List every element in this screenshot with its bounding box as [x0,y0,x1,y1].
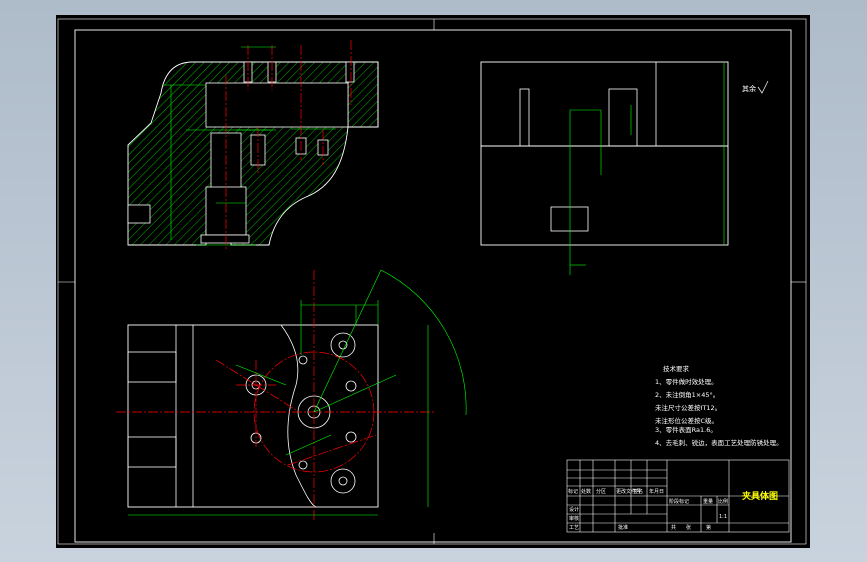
tech-req-item-3: 未注尺寸公差按IT12。 [655,403,721,412]
tb-label-review: 审核 [569,515,579,522]
technical-requirements: 技术要求 1、零件做时效处理。 2、未注倒角1×45°。 未注尺寸公差按IT12… [655,364,783,447]
title-block [566,459,790,533]
tech-req-heading: 技术要求 [663,364,690,373]
tb-label-change-doc: 更改文件号 [616,488,641,495]
drawing-sheet: 其余 [57,18,807,545]
tech-req-item-6: 4、去毛刺、锐边，表面工艺处理防锈处理。 [655,438,783,447]
front-section-view [127,40,379,250]
tb-label-approve: 批准 [618,524,628,531]
roughness-note: 其余 [742,84,756,93]
scale-value: 1:1 [719,514,727,520]
sheet-border [57,18,807,545]
tb-label-total: 共 [671,524,676,531]
tech-req-item-1: 1、零件做时效处理。 [655,377,718,386]
top-view [116,269,467,520]
tb-label-sheets: 张 [686,524,691,531]
tb-label-zone: 分区 [596,488,606,495]
tb-label-count: 处数 [581,488,591,495]
cad-drawing-area[interactable]: 其余 [56,15,810,548]
tb-label-signature: 签名 [633,488,643,495]
tb-label-mark: 标记 [568,488,578,495]
tb-label-date: 年月日 [649,488,664,495]
tb-label-stage: 阶段标记 [669,498,689,505]
roughness-symbol-icon [757,80,769,94]
tb-label-design: 设计 [569,506,579,513]
tb-label-sheet-no: 第 [706,524,711,531]
tech-req-item-5: 3、零件表面Ra1.6。 [655,425,717,434]
tb-label-weight: 重量 [703,498,713,505]
tech-req-item-4: 未注形位公差按C级。 [655,416,718,425]
tech-req-item-2: 2、未注倒角1×45°。 [655,390,719,399]
tb-label-scale: 比例 [718,498,728,505]
drawing-title: 夹具体图 [742,490,778,502]
tb-label-process: 工艺 [569,525,579,531]
side-view [480,61,729,275]
